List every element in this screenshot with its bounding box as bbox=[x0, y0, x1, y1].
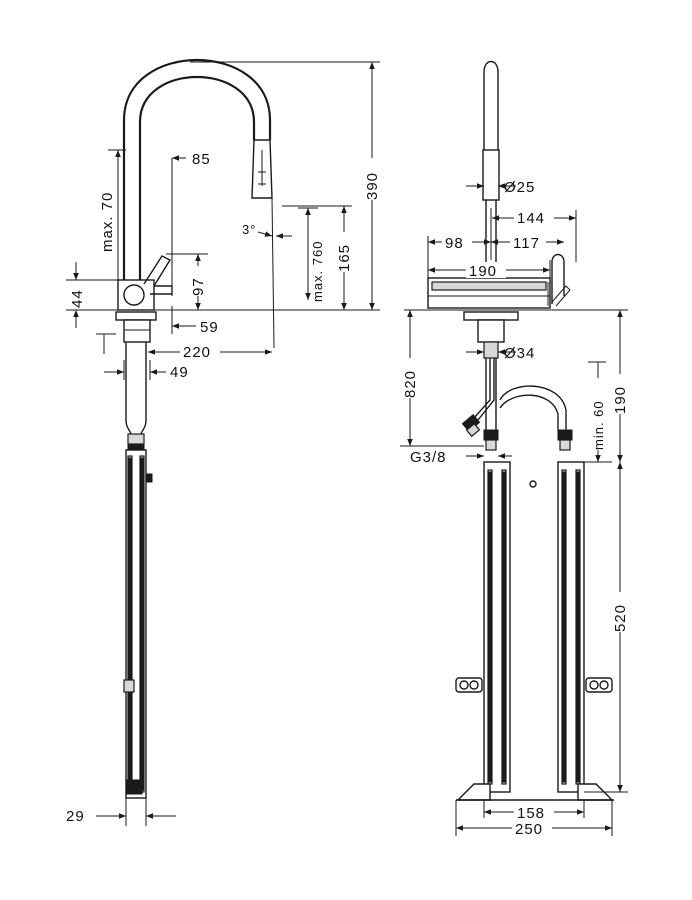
dim-max70: max. 70 bbox=[99, 192, 116, 252]
dim-max760: max. 760 bbox=[310, 241, 325, 302]
dim-190w: 190 bbox=[469, 263, 497, 280]
bracket-left bbox=[455, 677, 483, 693]
dim-820: 820 bbox=[402, 370, 419, 398]
dim-59: 59 bbox=[200, 319, 219, 336]
dim-144: 144 bbox=[517, 210, 545, 227]
dim-44: 44 bbox=[69, 289, 86, 308]
dim-98: 98 bbox=[445, 235, 464, 252]
dim-49: 49 bbox=[170, 364, 189, 381]
front-spout bbox=[483, 60, 499, 150]
dim-97: 97 bbox=[190, 277, 207, 296]
dim-220: 220 bbox=[183, 344, 211, 361]
dim-min60: min. 60 bbox=[591, 400, 606, 450]
dim-117: 117 bbox=[513, 235, 540, 252]
dim-85: 85 bbox=[192, 151, 211, 168]
dim-158: 158 bbox=[517, 805, 545, 822]
dim-3deg: 3° bbox=[242, 222, 256, 237]
side-view: max. 70 85 3° max. 760 165 390 44 bbox=[66, 58, 382, 826]
dim-190h: 190 bbox=[612, 386, 629, 414]
front-view: Ø25 144 98 117 190 Ø34 820 bbox=[400, 60, 630, 838]
spout-arc bbox=[122, 58, 272, 280]
dim-29: 29 bbox=[66, 808, 85, 825]
dim-165: 165 bbox=[336, 244, 353, 272]
bracket-right bbox=[585, 677, 613, 693]
dim-dia25: Ø25 bbox=[504, 179, 535, 196]
dim-520: 520 bbox=[612, 604, 629, 632]
dim-g38: G3/8 bbox=[410, 449, 447, 466]
dim-390: 390 bbox=[364, 172, 381, 200]
dim-250: 250 bbox=[515, 821, 543, 838]
dim-dia34: Ø34 bbox=[504, 345, 535, 362]
